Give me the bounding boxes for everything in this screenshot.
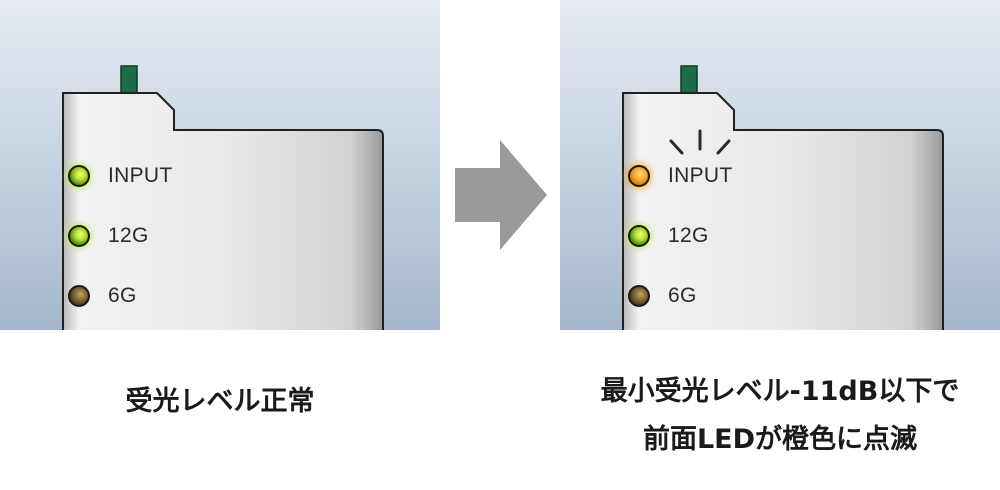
warning-caption-line1: 最小受光レベル-11dB以下で [600, 376, 960, 407]
led-label-input: INPUT [108, 164, 173, 187]
led-row-input: INPUT [68, 164, 173, 188]
normal-state-panel: INPUT 12G 6G [0, 0, 440, 330]
device-illustration [62, 65, 384, 330]
blink-rays-icon [669, 129, 731, 155]
led-label-12g: 12G [668, 224, 709, 247]
device-body [62, 92, 384, 330]
led-row-12g: 12G [68, 224, 149, 248]
led-row-12g: 12G [628, 224, 709, 248]
led-row-6g: 6G [68, 284, 137, 308]
device-body [622, 92, 944, 330]
normal-caption: 受光レベル正常 [125, 386, 315, 417]
warning-caption: 最小受光レベル-11dB以下で 前面LEDが橙色に点滅 [560, 368, 1000, 464]
connector [680, 65, 698, 95]
right-arrow-icon [455, 140, 547, 250]
led-row-6g: 6G [628, 284, 697, 308]
warning-caption-line2: 前面LEDが橙色に点滅 [642, 424, 918, 455]
input-led [628, 165, 650, 187]
led-row-input: INPUT [628, 164, 733, 188]
connector [120, 65, 138, 95]
6g-led [628, 285, 650, 307]
input-led [68, 165, 90, 187]
led-label-input: INPUT [668, 164, 733, 187]
device-illustration [622, 65, 944, 330]
led-label-6g: 6G [108, 284, 137, 307]
low-level-state-panel: INPUT 12G 6G [560, 0, 1000, 330]
12g-led [628, 225, 650, 247]
led-label-6g: 6G [668, 284, 697, 307]
12g-led [68, 225, 90, 247]
led-label-12g: 12G [108, 224, 149, 247]
6g-led [68, 285, 90, 307]
